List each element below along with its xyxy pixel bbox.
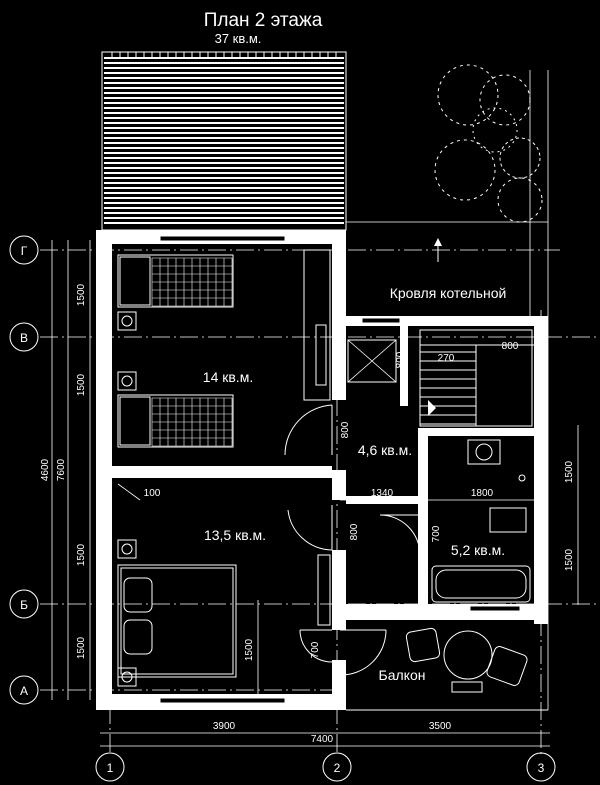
wardrobe-door [315,324,327,386]
hall-area: 4,6 кв.м. [358,442,412,458]
dim-bottom-3500: 3500 [429,721,452,732]
dim-right-1500-1: 1500 [564,460,575,483]
bath-area: 5,2 кв.м. [451,542,505,558]
axis-row-a: А [20,684,28,698]
axis-row-g: Г [21,244,28,258]
double-bed [117,539,237,687]
room2-area: 13,5 кв.м. [204,527,266,543]
wardrobe [303,249,331,401]
dim-800-room2: 800 [349,523,360,540]
bathroom-fixtures [431,439,531,603]
dim-bottom-7400: 7400 [311,734,334,745]
dim-left-1500-4: 1500 [76,636,87,659]
dim-right-1500-2: 1500 [564,548,575,571]
windows [159,235,521,704]
dim-700-room2: 700 [310,641,321,658]
dim-left-4600: 4600 [40,458,51,481]
dim-270: 270 [438,353,455,364]
boiler-roof-label: Кровля котельной [390,285,507,301]
wardrobe-room2 [317,554,331,626]
doors [284,404,421,676]
bed-upper [117,254,234,331]
dim-bottom-3900: 3900 [213,721,236,732]
dim-left-7600: 7600 [56,458,67,481]
staircase [419,329,534,427]
axis-lines [40,230,600,755]
dim-700-bath: 700 [431,525,442,542]
left-dimensions: 1500 1500 1500 1500 4600 7600 [40,240,91,700]
hall-closet [347,339,397,383]
walls [96,230,548,710]
axis-row-v: В [20,331,28,345]
axis-col-2: 2 [334,761,341,775]
balcony-label: Балкон [379,667,426,683]
dim-800-hall: 800 [340,421,351,438]
bottom-dimensions: 3900 3500 7400 [100,721,550,747]
axis-col-3: 3 [538,761,545,775]
axis-bubbles: Г В Б А 1 2 3 [9,235,556,782]
dim-1340: 1340 [371,488,394,499]
dim-800-top: 800 [502,341,519,352]
trees-decoration [434,64,543,223]
balcony-furniture [405,627,528,693]
axis-col-1: 1 [107,761,114,775]
bed-lower [117,371,234,448]
interior-dimensions: 800 800 800 800 270 100 1340 1800 700 70… [117,341,579,694]
dim-100: 100 [144,488,161,499]
page-title: План 2 этажа [204,10,323,31]
stair-arrow [428,400,436,416]
dim-800-stair: 800 [395,351,406,368]
terrace-deck [101,51,347,231]
dim-bed-1500: 1500 [244,638,255,661]
dim-left-1500-1: 1500 [76,283,87,306]
room1-area: 14 кв.м. [203,369,253,385]
axis-row-b: Б [20,598,28,612]
page-subtitle: 37 кв.м. [215,31,262,46]
dim-left-1500-2: 1500 [76,373,87,396]
dim-1800: 1800 [471,488,494,499]
dim-left-1500-3: 1500 [76,543,87,566]
